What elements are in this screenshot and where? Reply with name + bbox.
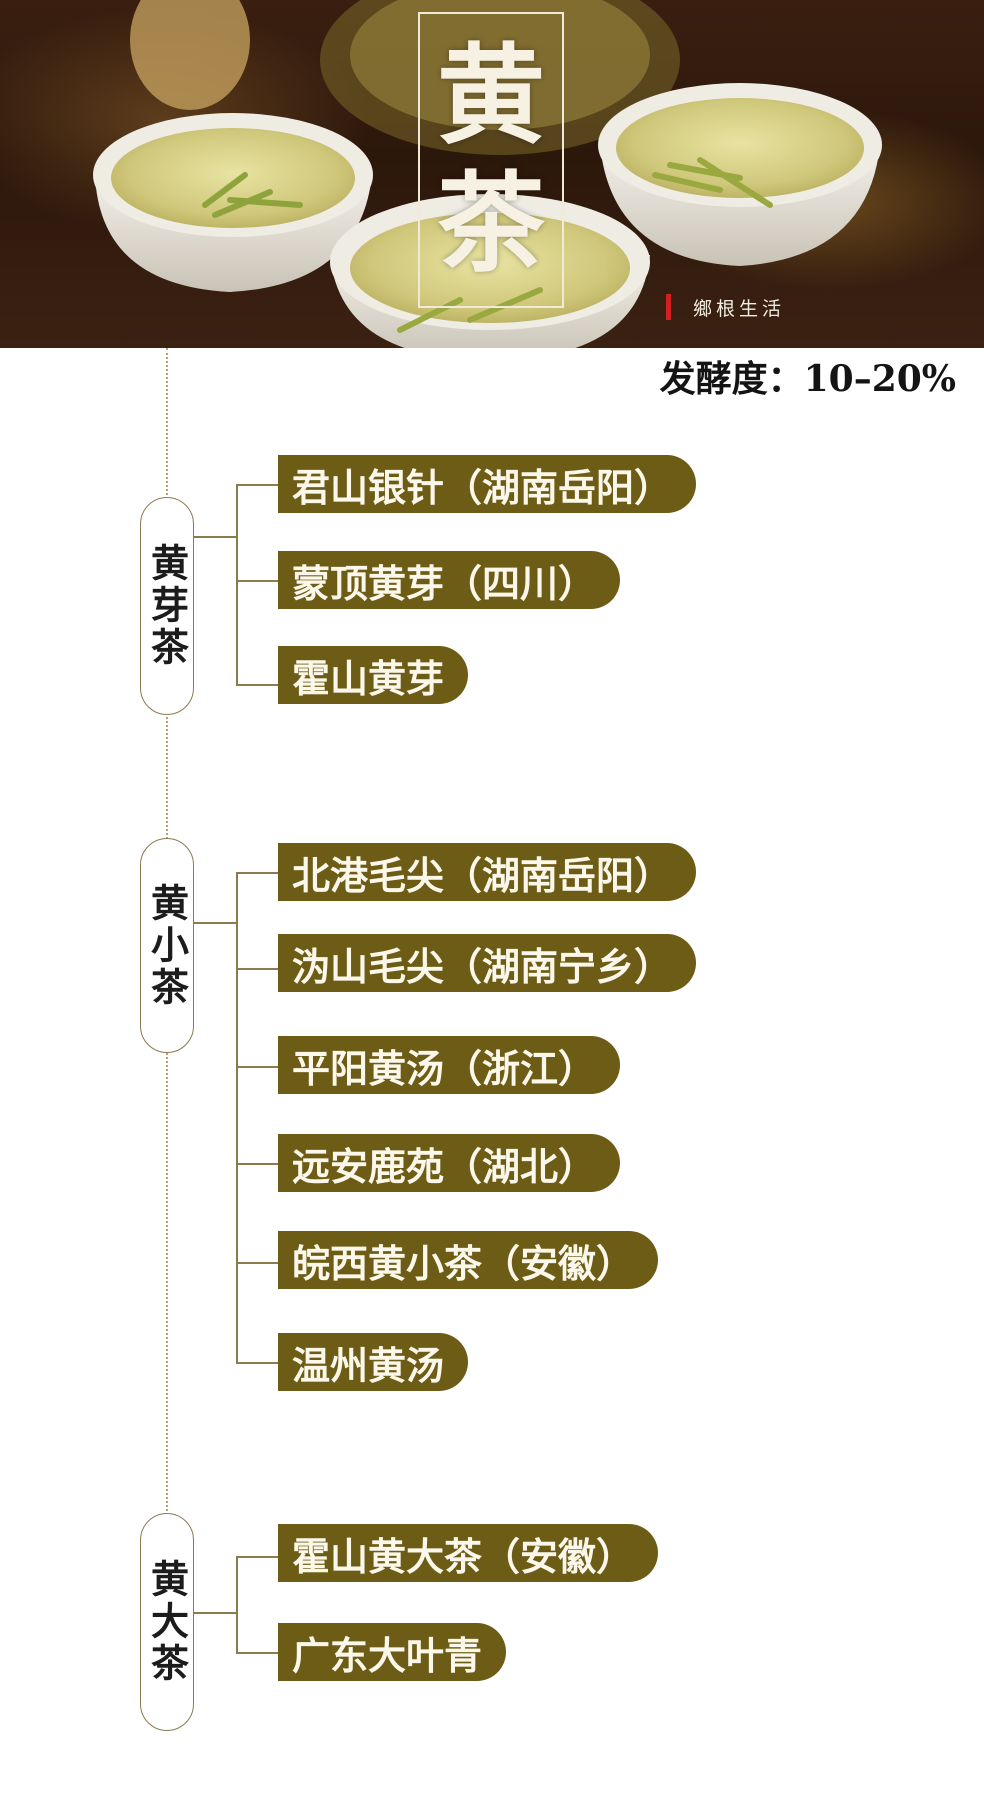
tea-item-pill: 君山银针（湖南岳阳）	[278, 455, 697, 513]
category-huangxiaocha: 黄小茶	[140, 838, 194, 1053]
brand-watermark: 鄉根生活	[666, 294, 785, 320]
tea-item-pill: 皖西黄小茶（安徽）	[278, 1231, 659, 1289]
tea-item-pill: 沩山毛尖（湖南宁乡）	[278, 934, 697, 992]
tea-item-pill: 蒙顶黄芽（四川）	[278, 551, 621, 609]
branch-trunk	[236, 484, 238, 685]
title-frame: 黄 茶	[418, 12, 564, 308]
category-connector	[194, 922, 236, 924]
branch-line	[236, 1652, 278, 1654]
branch-trunk	[236, 872, 238, 1363]
branch-line	[236, 968, 278, 970]
fermentation-label: 发酵度：10–20%	[659, 358, 956, 400]
branch-line	[236, 580, 278, 582]
category-huangyacha: 黄芽茶	[140, 497, 194, 715]
branch-trunk	[236, 1556, 238, 1653]
hero-banner: 黄 茶 鄉根生活	[0, 0, 984, 348]
category-label: 黄芽茶	[144, 543, 190, 669]
tea-cups-illustration	[93, 0, 882, 348]
category-connector	[194, 536, 236, 538]
tea-item-pill: 温州黄汤	[278, 1333, 469, 1391]
tea-item-pill: 平阳黄汤（浙江）	[278, 1036, 621, 1094]
branch-line	[236, 484, 278, 486]
tea-item-pill: 霍山黄芽	[278, 646, 469, 704]
branch-line	[236, 1262, 278, 1264]
branch-line	[236, 1066, 278, 1068]
category-connector	[194, 1612, 236, 1614]
tea-item-pill: 霍山黄大茶（安徽）	[278, 1524, 659, 1582]
category-label: 黄小茶	[144, 882, 190, 1009]
category-huangdacha: 黄大茶	[140, 1513, 194, 1731]
title-char-2: 茶	[436, 161, 545, 287]
category-label: 黄大茶	[144, 1559, 190, 1685]
branch-line	[236, 684, 278, 686]
branch-line	[236, 1362, 278, 1364]
branch-line	[236, 1556, 278, 1558]
tea-item-pill: 远安鹿苑（湖北）	[278, 1134, 621, 1192]
branch-line	[236, 1163, 278, 1165]
tea-item-pill: 广东大叶青	[278, 1623, 507, 1681]
tea-item-pill: 北港毛尖（湖南岳阳）	[278, 843, 697, 901]
brand-text: 鄉根生活	[693, 297, 786, 320]
branch-line	[236, 872, 278, 874]
brand-accent-bar	[666, 294, 671, 320]
title-char-1: 黄	[436, 33, 545, 159]
